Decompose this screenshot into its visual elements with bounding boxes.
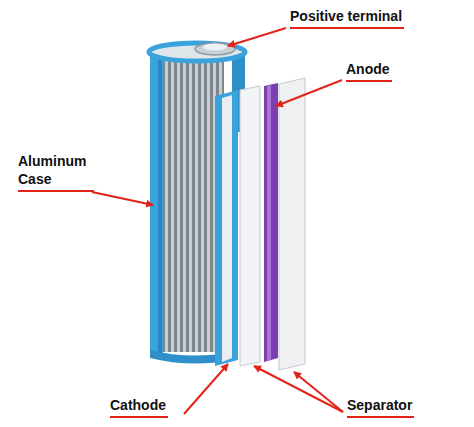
- leader-line: [276, 80, 342, 106]
- leader-line: [254, 366, 343, 412]
- separator-layer: [279, 78, 305, 370]
- anode-highlight: [267, 85, 271, 361]
- leader-line: [92, 192, 153, 205]
- leader-line: [184, 364, 228, 414]
- case-wall-shade: [158, 48, 162, 358]
- separator-layer: [240, 86, 260, 366]
- anode-layer: [264, 83, 278, 362]
- electrode-coil: [162, 60, 224, 352]
- terminal-top: [203, 44, 227, 51]
- part-label: Anode: [346, 60, 392, 82]
- cathode-layer: [215, 90, 238, 366]
- part-label: Positive terminal: [290, 7, 404, 29]
- leader-line: [228, 28, 286, 46]
- part-label: Cathode: [110, 396, 168, 418]
- cathode-foil: [222, 95, 232, 362]
- part-label: Aluminum Case: [18, 152, 94, 192]
- case-wall: [150, 48, 163, 358]
- part-label: Separator: [347, 396, 414, 418]
- leader-line: [294, 372, 343, 412]
